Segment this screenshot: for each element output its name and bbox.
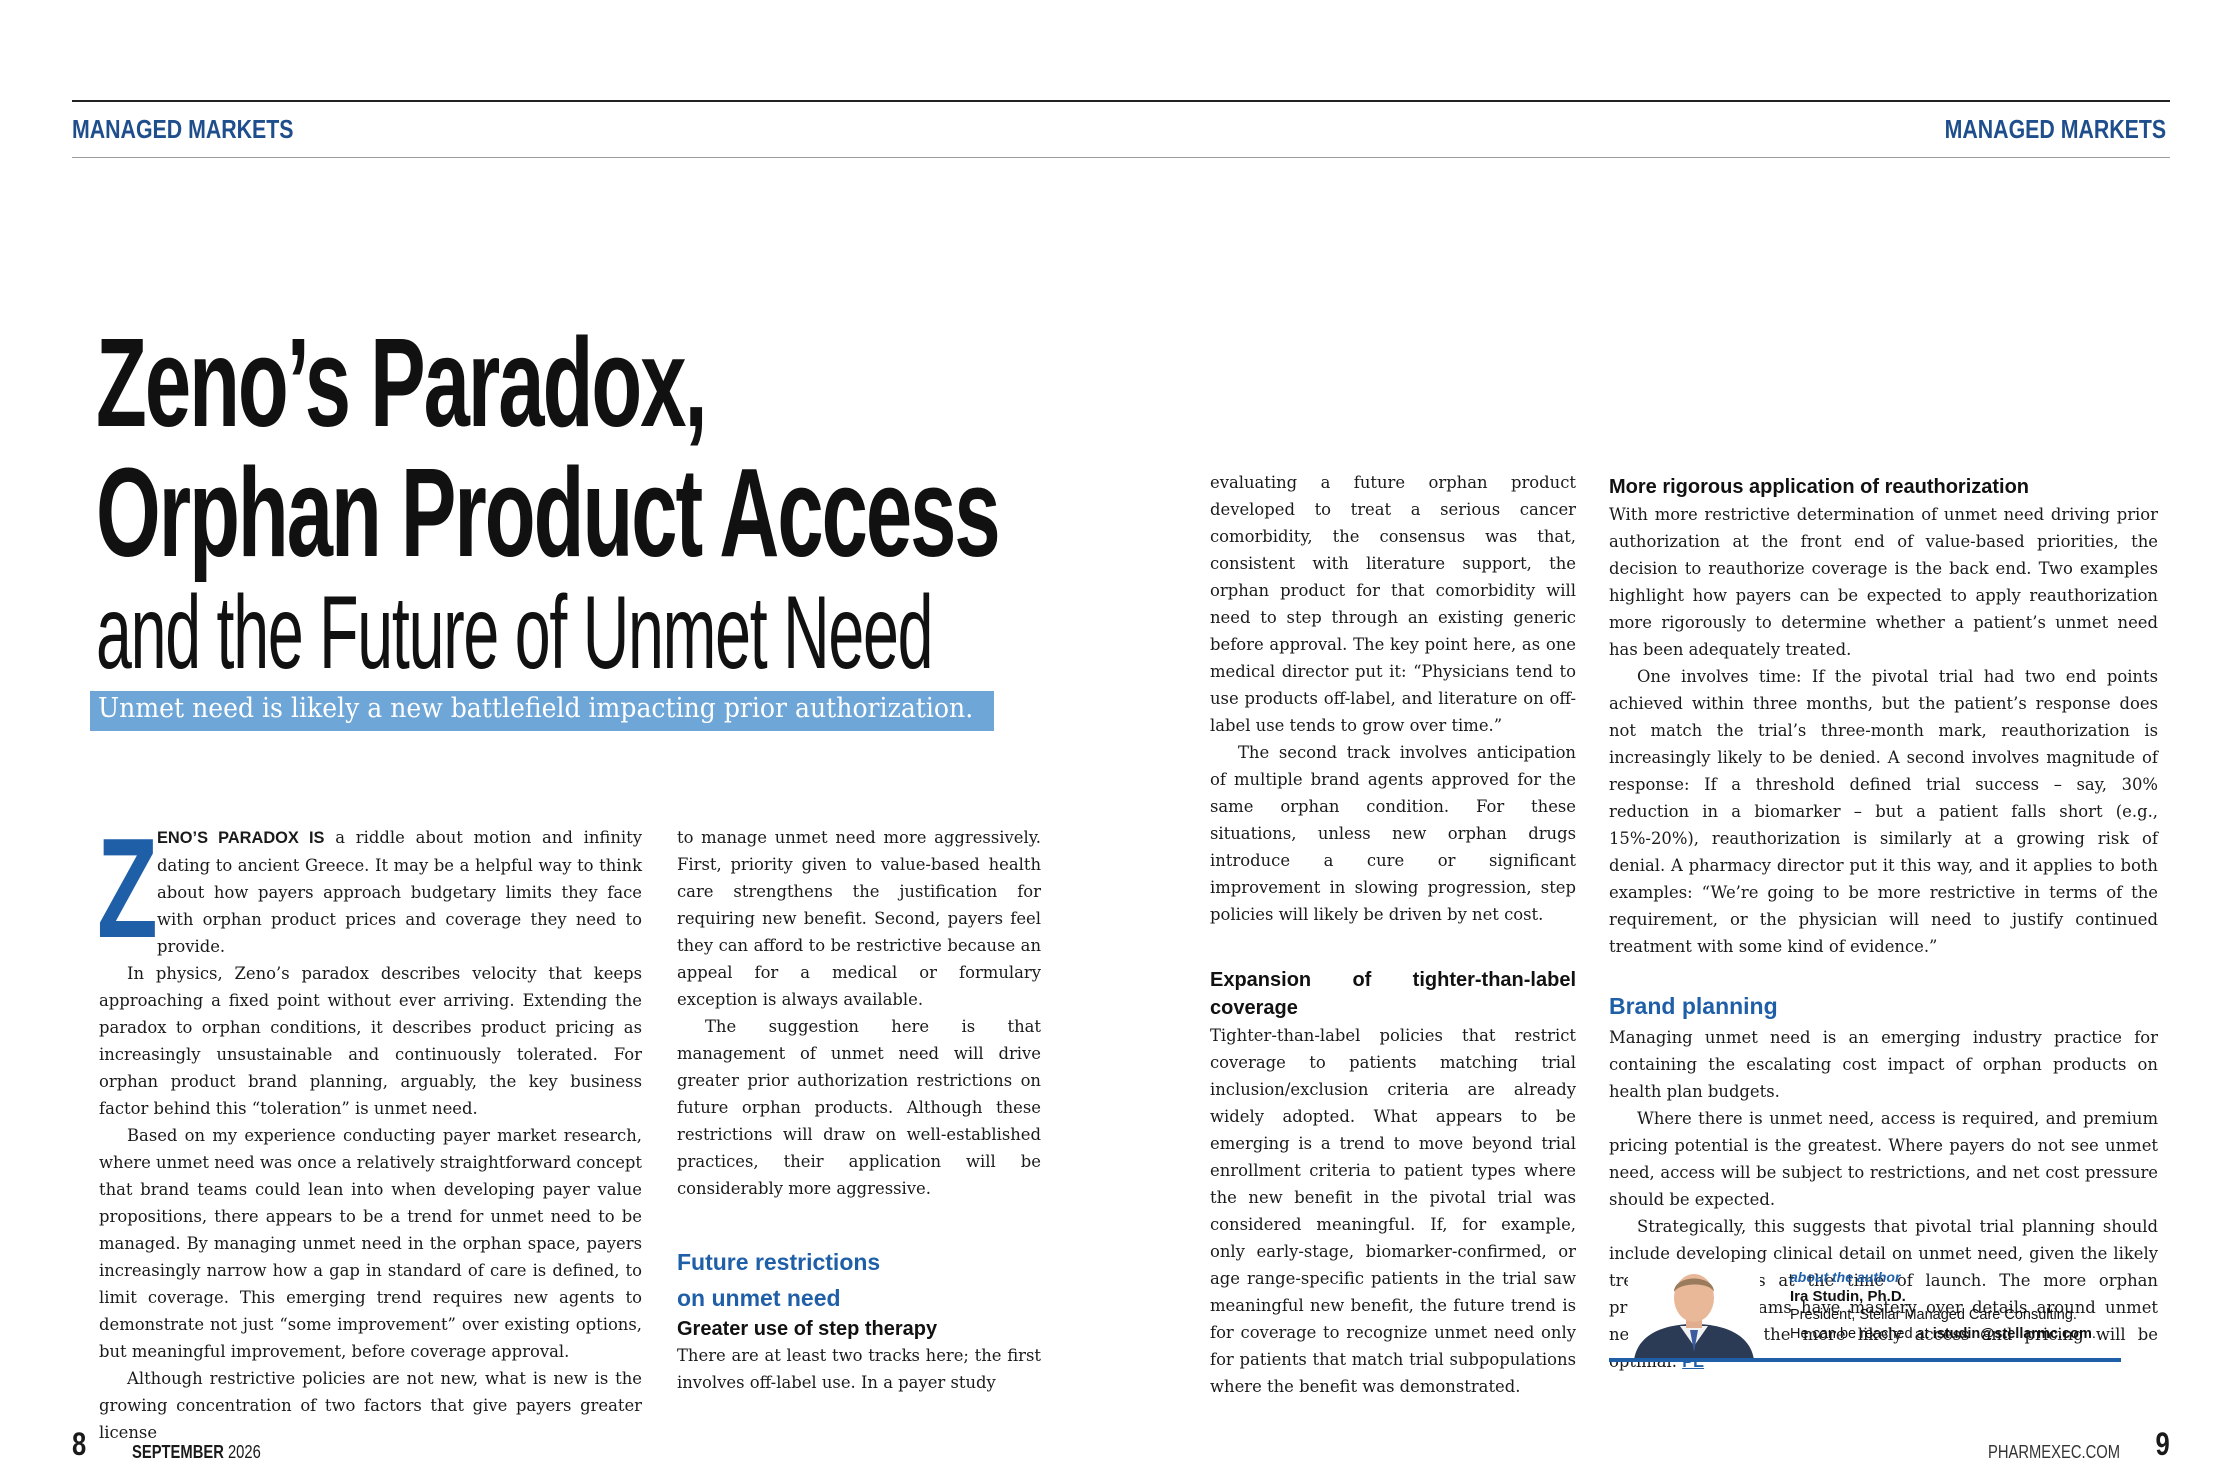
paragraph: There are at least two tracks here; the … xyxy=(677,1346,1041,1392)
article-column-2: to manage unmet need more aggressively. … xyxy=(677,824,1041,1396)
author-tag: about the author xyxy=(1790,1269,1901,1285)
subtitle-bar xyxy=(90,691,994,731)
title-line-1: Zeno’s Paradox, xyxy=(96,312,708,453)
subheading-tighter-than-label: Expansion of tighter-than-label coverage xyxy=(1210,969,1576,1019)
article-column-1: Z ENO’S PARADOX IS a riddle about motion… xyxy=(97,809,643,1446)
author-photo xyxy=(1628,1262,1760,1360)
section-heading-brand-planning: Brand planning xyxy=(1609,993,1778,1019)
article-subtitle: Unmet need is likely a new battlefield i… xyxy=(98,693,974,724)
title-line-3: and the Future of Unmet Need xyxy=(96,575,934,691)
paragraph: Tighter-than-label policies that restric… xyxy=(1210,1026,1576,1396)
issue-date: SEPTEMBER 2026 xyxy=(132,1442,261,1462)
author-info: about the author Ira Studin, Ph.D. Presi… xyxy=(1790,1268,2096,1344)
paragraph: Managing unmet need is an emerging indus… xyxy=(1609,1028,2158,1101)
paragraph: With more restrictive determination of u… xyxy=(1609,505,2158,659)
subheading-step-therapy: Greater use of step therapy xyxy=(677,1318,938,1340)
paragraph: The suggestion here is that management o… xyxy=(677,1017,1041,1198)
header-top-rule xyxy=(72,100,2170,102)
lead-in: ENO’S PARADOX IS xyxy=(157,829,325,847)
page-number-right: 9 xyxy=(2155,1426,2170,1462)
author-name: Ira Studin, Ph.D. xyxy=(1790,1288,1906,1305)
paragraph: Although restrictive policies are not ne… xyxy=(99,1369,642,1442)
header-bottom-rule xyxy=(72,157,2170,158)
paragraph: ENO’S PARADOX IS a riddle about motion a… xyxy=(157,828,643,956)
section-label-left: MANAGED MARKETS xyxy=(72,114,294,144)
drop-cap: Z xyxy=(97,809,158,968)
title-line-2: Orphan Product Access xyxy=(96,442,1001,583)
article-title: Zeno’s Paradox, Orphan Product Access xyxy=(96,312,1001,583)
author-contact: He can be reached at istudin@stellarmc.c… xyxy=(1790,1326,2096,1342)
author-underline xyxy=(1609,1358,2121,1362)
article-column-4: More rigorous application of reauthoriza… xyxy=(1609,473,2158,1376)
section-heading-future-restrictions: Future restrictions on unmet need xyxy=(677,1249,881,1311)
paragraph: evaluating a future orphan product devel… xyxy=(1210,473,1576,735)
author-role: President, Stellar Managed Care Consulti… xyxy=(1790,1307,2077,1323)
subheading-reauthorization: More rigorous application of reauthoriza… xyxy=(1609,476,2030,498)
site-url: PHARMEXEC.COM xyxy=(1987,1442,2120,1462)
paragraph: to manage unmet need more aggressively. … xyxy=(677,828,1041,1009)
author-email[interactable]: istudin@stellarmc.com xyxy=(1932,1326,2092,1342)
paragraph: The second track involves anticipation o… xyxy=(1210,743,1576,924)
paragraph: Based on my experience conducting payer … xyxy=(99,1126,642,1361)
paragraph: Where there is unmet need, access is req… xyxy=(1609,1109,2158,1209)
page-number-left: 8 xyxy=(72,1426,87,1462)
section-label-right: MANAGED MARKETS xyxy=(1944,114,2166,144)
paragraph: One involves time: If the pivotal trial … xyxy=(1609,667,2158,956)
paragraph: In physics, Zeno’s paradox describes vel… xyxy=(99,964,642,1118)
article-column-3: evaluating a future orphan product devel… xyxy=(1210,469,1576,1400)
